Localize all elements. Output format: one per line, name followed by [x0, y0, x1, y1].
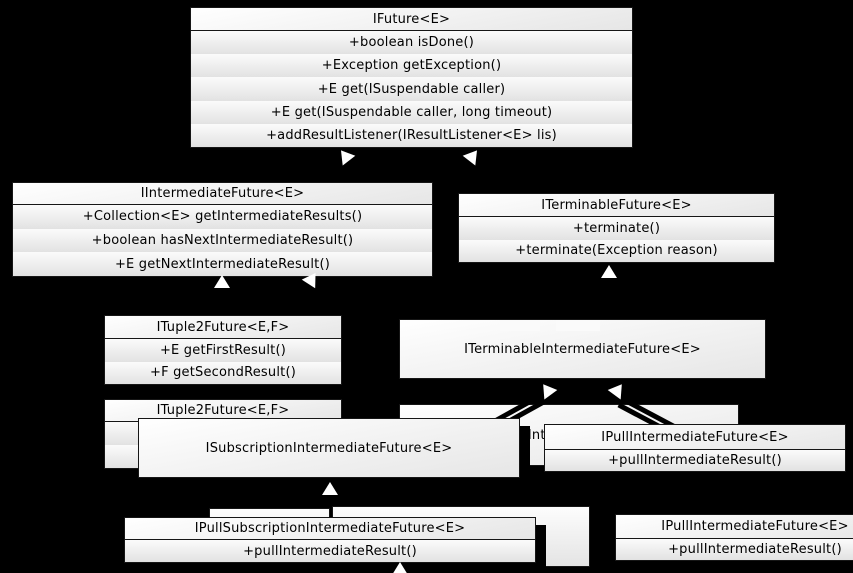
overlap-artifact: [500, 320, 540, 331]
method: +Collection<E> getIntermediateResults(): [13, 205, 432, 229]
generalization-arrow-icon: [462, 145, 484, 166]
class-title: ITuple2Future<E,F>: [105, 316, 341, 339]
method: +Exception getException(): [191, 54, 632, 78]
method: +boolean hasNextIntermediateResult(): [13, 228, 432, 253]
method: +terminate(Exception reason): [459, 239, 774, 262]
class-methods: +Collection<E> getIntermediateResults() …: [13, 205, 432, 277]
class-title: IPullSubscriptionIntermediateFuture<E>: [125, 518, 535, 540]
class-title: IPullIntermediateFuture<E>: [545, 425, 845, 450]
class-methods: +pullIntermediateResult(): [125, 540, 535, 562]
generalization-arrow-icon: [214, 275, 230, 288]
class-box-iterminablefuture: ITerminableFuture<E> +terminate() +termi…: [458, 193, 775, 263]
class-title: IIntermediateFuture<E>: [13, 183, 432, 205]
class-box-ituple2future: ITuple2Future<E,F> +E getFirstResult() +…: [104, 315, 342, 385]
method: +E getFirstResult(): [105, 339, 341, 362]
method: +addResultListener(IResultListener<E> li…: [191, 123, 632, 148]
method: +F getSecondResult(): [105, 361, 341, 384]
class-box-ipullintermediatefuture-bottom: IPullIntermediateFuture<E> +pullIntermed…: [615, 514, 853, 561]
generalization-arrow-icon: [601, 265, 617, 278]
class-methods: +pullIntermediateResult(): [616, 539, 853, 560]
method: +pullIntermediateResult(): [545, 450, 845, 471]
class-title: ISubscriptionIntermediateFuture<E>: [139, 419, 519, 477]
class-box-ipullintermediatefuture: IPullIntermediateFuture<E> +pullIntermed…: [544, 424, 846, 472]
method: +pullIntermediateResult(): [125, 540, 535, 562]
class-title: IPullIntermediateFuture<E>: [616, 515, 853, 539]
method: +boolean isDone(): [191, 31, 632, 55]
class-title: ITerminableFuture<E>: [459, 194, 774, 217]
class-methods: +E getFirstResult() +F getSecondResult(): [105, 339, 341, 384]
overlap-artifact: [556, 320, 600, 331]
method: +terminate(): [459, 217, 774, 240]
class-methods: +terminate() +terminate(Exception reason…: [459, 217, 774, 262]
method: +E get(ISuspendable caller, long timeout…: [191, 100, 632, 124]
generalization-arrow-icon: [607, 379, 629, 400]
class-box-ifuture: IFuture<E> +boolean isDone() +Exception …: [190, 7, 633, 148]
class-box-isubscriptionintermediatefuture: ISubscriptionIntermediateFuture<E>: [138, 418, 520, 478]
class-title: ITuple2Future<E,F>: [105, 400, 341, 422]
class-methods: +pullIntermediateResult(): [545, 450, 845, 471]
method: +E get(ISuspendable caller): [191, 77, 632, 101]
generalization-arrow-icon: [392, 562, 408, 573]
class-title: IFuture<E>: [191, 8, 632, 31]
method: +pullIntermediateResult(): [616, 539, 853, 560]
class-methods: +boolean isDone() +Exception getExceptio…: [191, 31, 632, 148]
method: +E getNextIntermediateResult(): [13, 252, 432, 277]
class-box-ipullsubscriptionintermediatefuture: IPullSubscriptionIntermediateFuture<E> +…: [124, 517, 536, 563]
generalization-arrow-icon: [322, 482, 338, 495]
class-box-iintermediatefuture: IIntermediateFuture<E> +Collection<E> ge…: [12, 182, 433, 277]
generalization-arrow-icon: [334, 145, 356, 166]
